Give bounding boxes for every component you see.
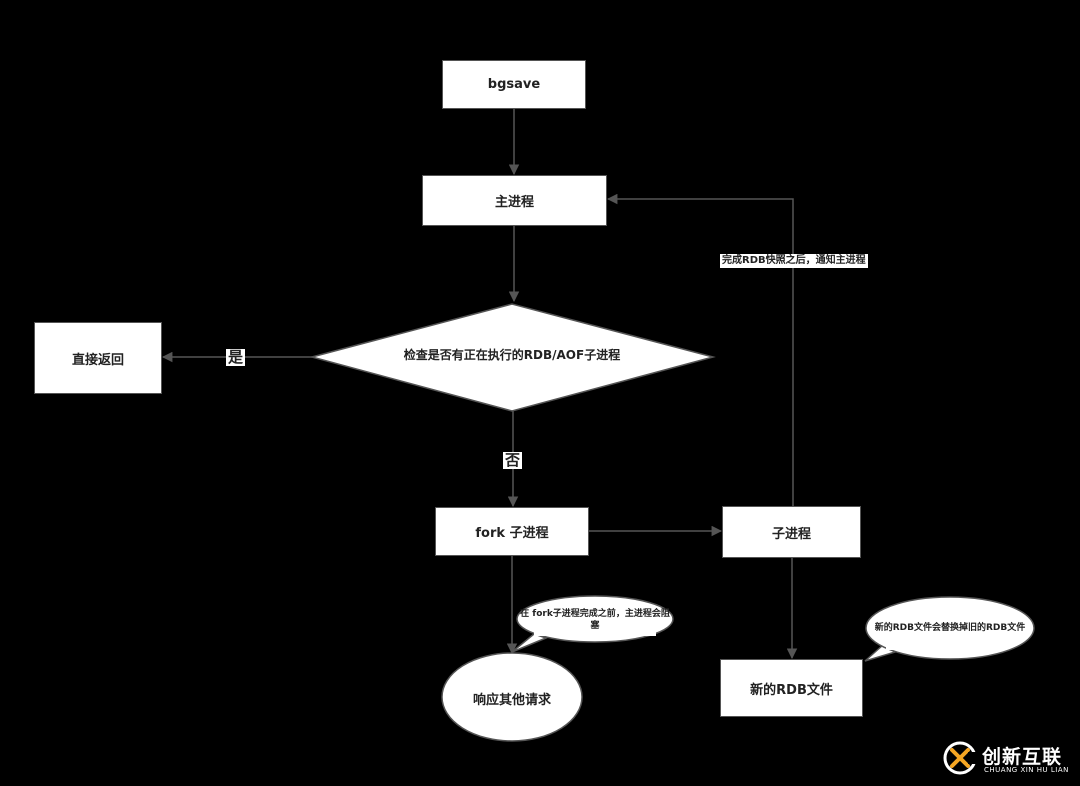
edge-label-yes: 是 bbox=[226, 348, 246, 366]
x-circle-logo-icon bbox=[943, 741, 977, 775]
edge-child-to-main bbox=[606, 193, 794, 506]
brand-logo: 创新互联 CHUANG XIN HU LIAN bbox=[942, 738, 1072, 780]
child-process-node: 子进程 bbox=[722, 506, 861, 558]
edge-label-no: 否 bbox=[503, 451, 523, 469]
bgsave-node: bgsave bbox=[442, 60, 586, 109]
main-process-node: 主进程 bbox=[422, 175, 607, 226]
new-rdb-node: 新的RDB文件 bbox=[720, 659, 863, 717]
callout-replace-text: 新的RDB文件会替换掉旧的RDB文件 bbox=[874, 623, 1026, 633]
callout-block-line2: 塞 bbox=[590, 621, 600, 632]
decision-diamond bbox=[309, 303, 716, 412]
return-node: 直接返回 bbox=[34, 322, 162, 394]
brand-name-cn: 创新互联 bbox=[982, 746, 1063, 768]
decision-text: 检查是否有正在执行的RDB/AOF子进程 bbox=[403, 348, 621, 362]
respond-ellipse bbox=[441, 652, 583, 742]
respond-text: 响应其他请求 bbox=[472, 693, 551, 708]
callout-block-line1: 在 fork子进程完成之前，主进程会阻 bbox=[520, 609, 670, 619]
callout-block-text: 在 fork子进程完成之前，主进程会阻 塞 bbox=[520, 608, 670, 632]
edge-label-notify: 完成RDB快照之后，通知主进程 bbox=[720, 254, 868, 268]
fork-node: fork 子进程 bbox=[435, 507, 589, 556]
brand-name-en: CHUANG XIN HU LIAN bbox=[984, 766, 1069, 774]
